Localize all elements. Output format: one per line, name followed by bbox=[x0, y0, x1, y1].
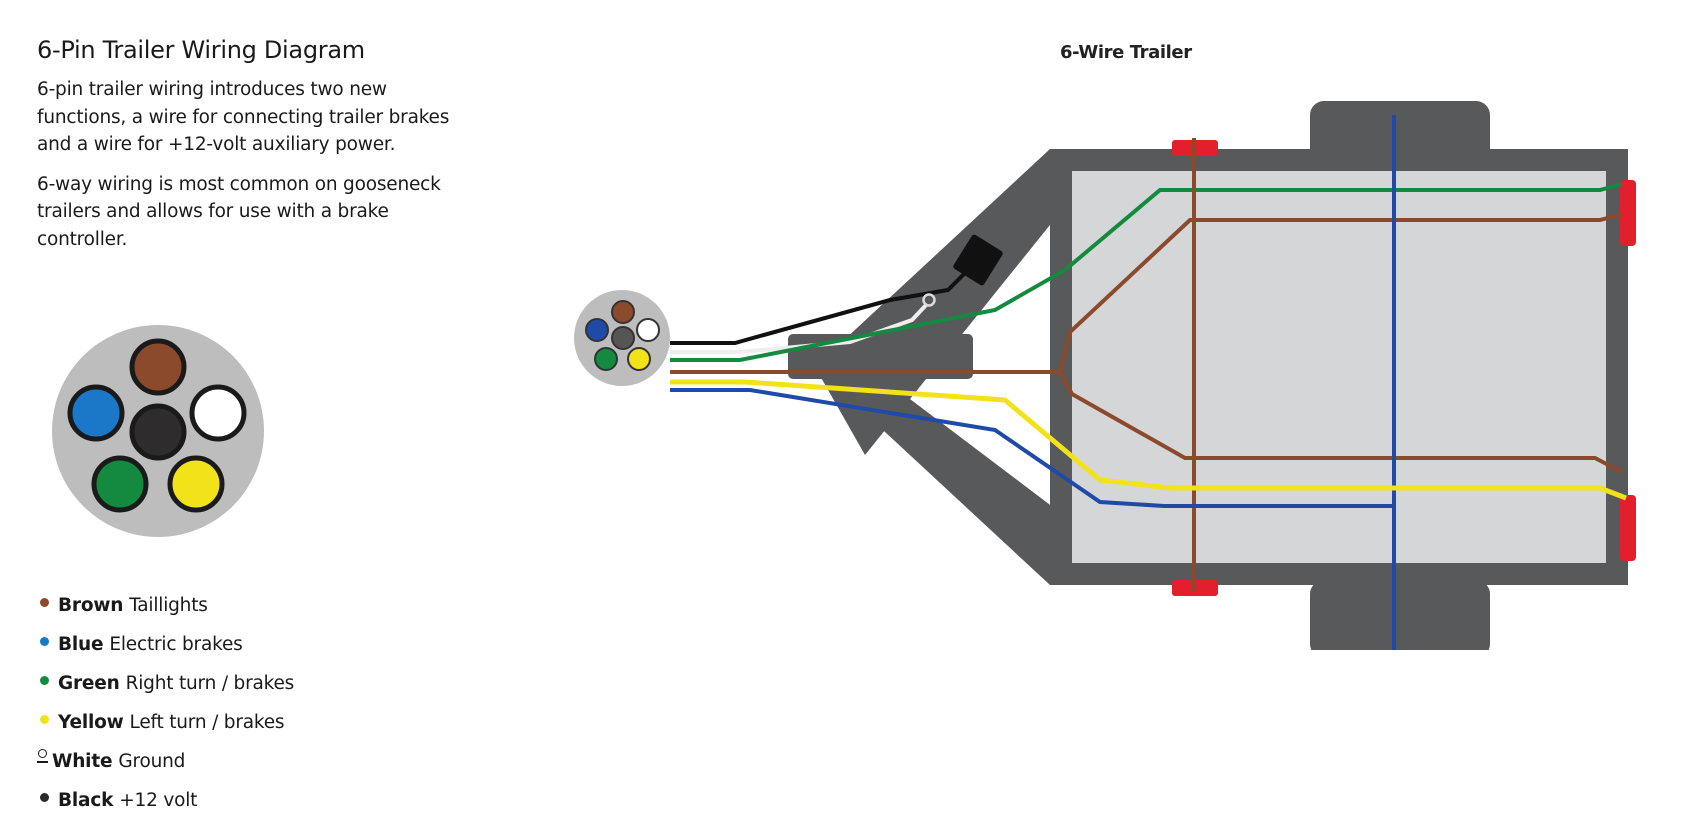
legend-color-name: White bbox=[52, 751, 113, 772]
pin-blue bbox=[67, 384, 125, 442]
right-tail-lamp bbox=[1620, 180, 1636, 246]
intro-paragraph: 6-pin trailer wiring introduces two new … bbox=[37, 79, 450, 155]
legend-function: Taillights bbox=[129, 595, 208, 616]
legend-item-brown: Brown Taillights bbox=[37, 586, 294, 625]
legend-color-name: Blue bbox=[58, 634, 104, 655]
wire-white bbox=[670, 302, 929, 354]
legend-function: Right turn / brakes bbox=[125, 673, 295, 694]
plug-pin-blue bbox=[585, 318, 609, 342]
legend-function: +12 volt bbox=[119, 790, 198, 811]
wire-brown-lower bbox=[1058, 371, 1623, 474]
plug-pin-black bbox=[611, 326, 635, 350]
six-pin-connector-face bbox=[52, 325, 264, 537]
tongue-lower-rail bbox=[815, 365, 1070, 585]
usage-paragraph: 6-way wiring is most common on gooseneck… bbox=[37, 173, 441, 250]
yellow-dot-icon bbox=[40, 715, 49, 724]
ground-symbol-icon bbox=[37, 749, 48, 763]
legend-color-name: Green bbox=[58, 673, 120, 694]
legend-item-blue: Blue Electric brakes bbox=[37, 625, 294, 664]
ground-ring-icon bbox=[922, 293, 936, 307]
trailer-wiring-diagram bbox=[574, 101, 1636, 650]
info-panel: 6-Pin Trailer Wiring Diagram 6-pin trail… bbox=[37, 36, 457, 265]
legend-item-green: Green Right turn / brakes bbox=[37, 664, 294, 703]
legend-item-white: White Ground bbox=[37, 742, 294, 781]
plug-pin-green bbox=[594, 347, 618, 371]
wire-color-legend: Brown Taillights Blue Electric brakes Gr… bbox=[37, 586, 294, 820]
legend-color-name: Black bbox=[58, 790, 114, 811]
page-title: 6-Pin Trailer Wiring Diagram bbox=[37, 36, 365, 64]
wire-green bbox=[670, 182, 1623, 362]
legend-function: Ground bbox=[118, 751, 186, 772]
legend-function: Left turn / brakes bbox=[129, 712, 285, 733]
pin-yellow bbox=[167, 455, 225, 513]
pin-brown bbox=[129, 338, 187, 396]
legend-color-name: Brown bbox=[58, 595, 124, 616]
tongue-upper-rail bbox=[815, 149, 1070, 455]
wire-yellow bbox=[670, 379, 1627, 501]
left-tail-lamp bbox=[1620, 495, 1636, 561]
legend-item-yellow: Yellow Left turn / brakes bbox=[37, 703, 294, 742]
diagram-title: 6-Wire Trailer bbox=[1060, 42, 1192, 63]
green-dot-icon bbox=[40, 676, 49, 685]
blue-dot-icon bbox=[40, 637, 49, 646]
pin-green bbox=[91, 455, 149, 513]
legend-color-name: Yellow bbox=[58, 712, 124, 733]
plug-pin-yellow bbox=[627, 347, 651, 371]
wire-brown-upper bbox=[670, 212, 1623, 374]
bottom-fender bbox=[1310, 580, 1490, 650]
wire-blue bbox=[670, 388, 1394, 508]
pin-black bbox=[129, 403, 187, 461]
legend-function: Electric brakes bbox=[109, 634, 243, 655]
pin-white bbox=[189, 384, 247, 442]
trailer-bed bbox=[1072, 171, 1606, 563]
plug-pin-brown bbox=[611, 300, 635, 324]
wire-black bbox=[670, 260, 978, 345]
legend-item-black: Black +12 volt bbox=[37, 781, 294, 820]
brown-dot-icon bbox=[40, 598, 49, 607]
black-dot-icon bbox=[40, 793, 49, 802]
plug-pin-white bbox=[636, 318, 660, 342]
